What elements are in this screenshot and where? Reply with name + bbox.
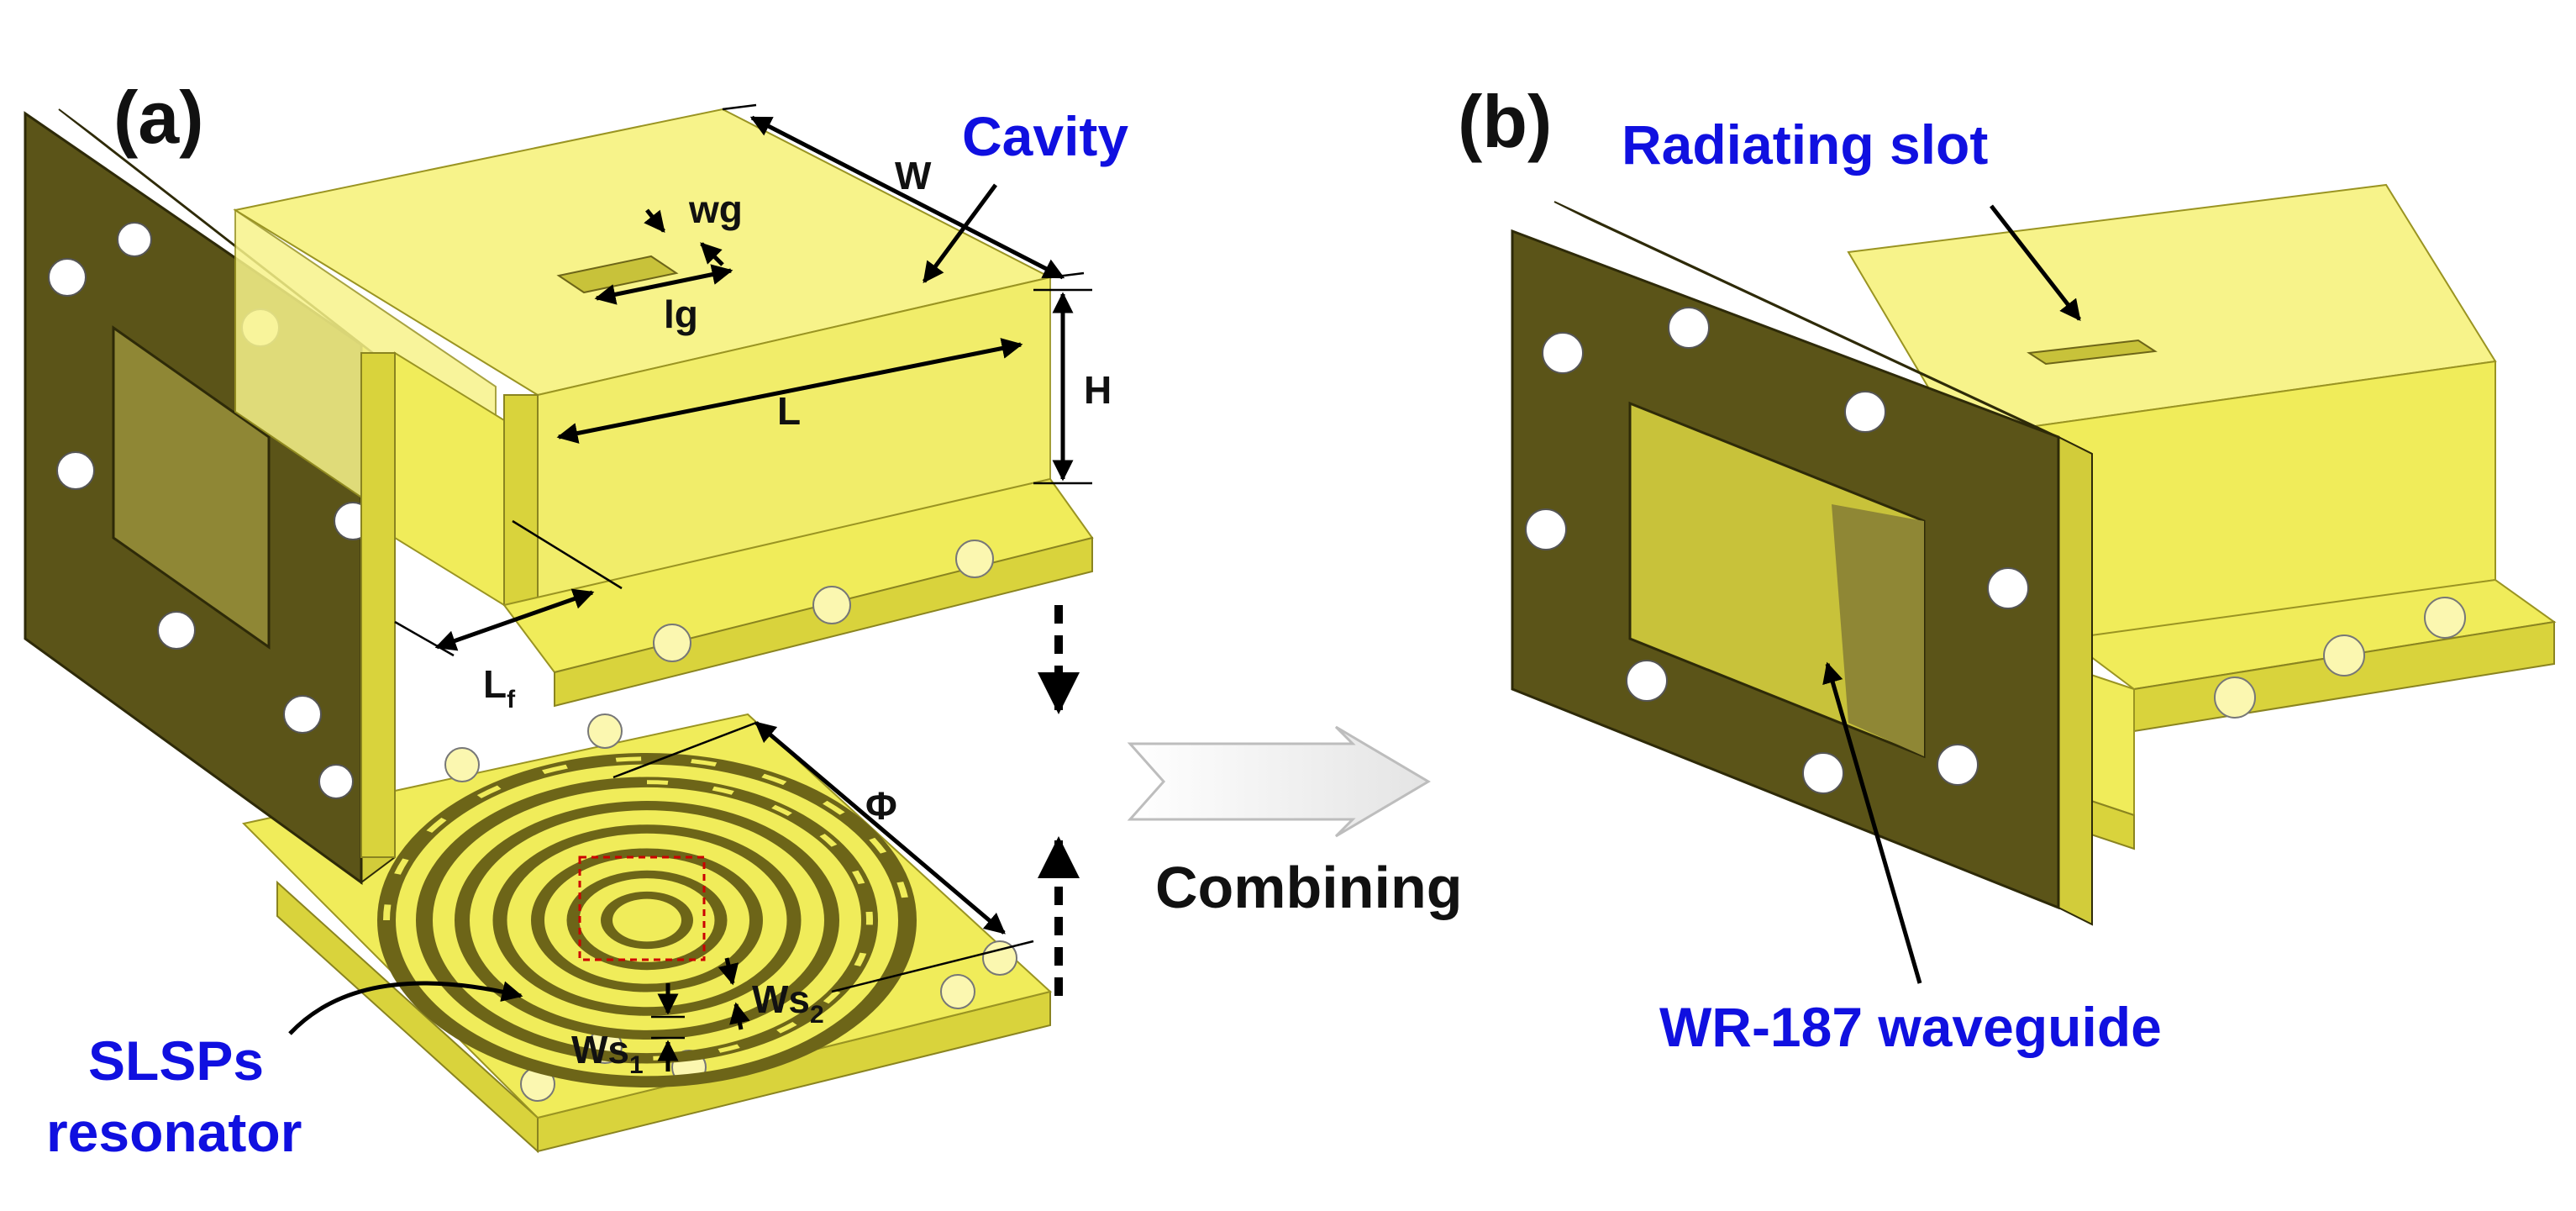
combining-step: Combining [1127, 725, 1462, 920]
waveguide-section [234, 208, 505, 858]
resonator-label-line2: resonator [46, 1101, 302, 1163]
panel-b: (b) [1458, 80, 2557, 1058]
dim-phi-label: Φ [865, 784, 897, 828]
plate-hole [940, 974, 975, 1009]
dim-lg-label: lg [664, 292, 698, 336]
dim-l-arrow [556, 338, 1023, 444]
dim-w-label: W [895, 154, 932, 197]
dim-wg-label: wg [688, 187, 743, 231]
radiating-slot-label: Radiating slot [1622, 113, 1988, 176]
dim-lg-arrow [594, 264, 733, 305]
cavity-label: Cavity [962, 105, 1128, 167]
dim-lf-arrow [434, 588, 595, 651]
waveguide-label: WR-187 waveguide [1659, 996, 2162, 1058]
radiating-slot-arrow [1990, 204, 2081, 321]
resonator-arrow [288, 981, 523, 1035]
dim-h-label: H [1084, 368, 1112, 412]
highlight-box [578, 856, 706, 961]
combining-arrow [1127, 725, 1431, 838]
plate-hole [587, 713, 623, 749]
plate-hole [982, 940, 1017, 976]
combining-label: Combining [1155, 855, 1462, 920]
dim-ws1-label: Ws1 [571, 1028, 644, 1079]
panel-a-label: (a) [113, 76, 204, 159]
waveguide-arrow [1822, 661, 1922, 984]
panel-b-label: (b) [1458, 80, 1552, 163]
plate-hole [444, 747, 480, 782]
resonator-label-line1: SLSPs [88, 1029, 264, 1092]
dim-lf-label: Lf [483, 662, 516, 713]
dim-phi-arrow [754, 721, 1006, 935]
dim-l-label: L [777, 389, 801, 433]
dim-w-arrow [749, 115, 1065, 280]
assembled-flange [1511, 201, 2093, 926]
radiating-slot [2027, 339, 2158, 366]
panel-a: (a) Cavity W wg lg L H Lf Φ [24, 76, 1128, 1163]
dim-ws2-label: Ws2 [752, 977, 824, 1029]
